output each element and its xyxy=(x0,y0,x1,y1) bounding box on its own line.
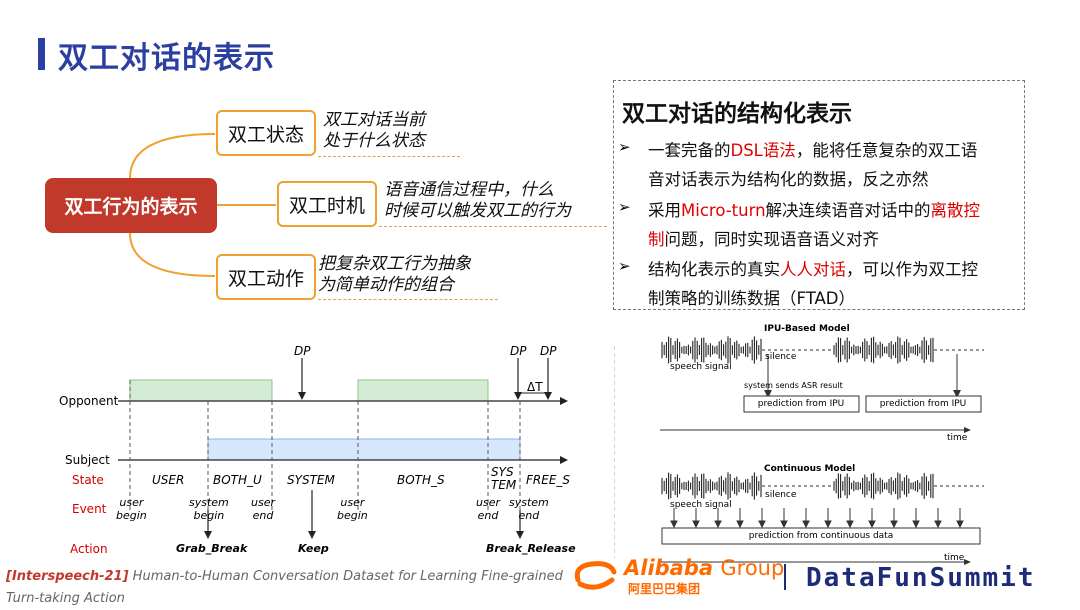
dashed-underline xyxy=(318,156,460,157)
opponent-speech-bar xyxy=(129,379,273,402)
asr-result-label: system sends ASR result xyxy=(744,381,843,390)
page-title: 双工对话的表示 xyxy=(58,41,275,76)
time-label: time xyxy=(944,553,965,563)
alibaba-logo: Alibaba Group 阿里巴巴集团 xyxy=(572,556,787,596)
ipu-model-title: IPU-Based Model xyxy=(764,324,850,334)
action-grab-break: Grab_Break xyxy=(176,542,248,555)
bullet2-line1: 采用Micro-turn解决连续语音对话中的离散控 xyxy=(648,201,981,220)
action-keep: Keep xyxy=(298,542,329,555)
speech-signal-label: speech signal xyxy=(670,500,732,510)
bullet1-line1: 一套完备的DSL语法，能将任意复杂的双工语 xyxy=(648,141,978,160)
prediction-ipu-box: prediction from IPU xyxy=(879,399,967,409)
silence-label: silence xyxy=(765,352,797,362)
citation: [Interspeech-21] Human-to-Human Conversa… xyxy=(6,569,563,606)
node-duplex-action-desc: 把复杂双工行为抽象为简单动作的组合 xyxy=(318,254,471,295)
structured-title: 双工对话的结构化表示 xyxy=(622,101,852,127)
bullet2-line2: 制问题，同时实现语音语义对齐 xyxy=(648,230,879,249)
continuous-model-title: Continuous Model xyxy=(764,464,856,474)
state-label: State xyxy=(72,473,104,487)
model-comparison-diagram xyxy=(614,336,984,565)
opponent-speech-bar xyxy=(357,379,489,402)
bullet-arrow-icon: ➢ xyxy=(618,257,631,275)
opponent-label: Opponent xyxy=(59,394,119,408)
event-label: Event xyxy=(72,502,107,516)
node-duplex-timing-desc: 语音通信过程中，什么时候可以触发双工的行为 xyxy=(384,180,571,221)
bullet3-line1: 结构化表示的真实人人对话，可以作为双工控 xyxy=(648,260,978,279)
dp-label: DP xyxy=(540,344,557,358)
node-duplex-state-desc: 双工对话当前处于什么状态 xyxy=(323,110,425,151)
state-free-s: FREE_S xyxy=(526,473,571,487)
bullet-arrow-icon: ➢ xyxy=(618,198,631,216)
node-duplex-state: 双工状态 xyxy=(216,110,316,156)
prediction-continuous-box: prediction from continuous data xyxy=(748,531,894,541)
title-accent-bar xyxy=(38,38,45,70)
dashed-underline xyxy=(318,299,498,300)
mindmap-connectors xyxy=(129,133,276,277)
silence-label: silence xyxy=(765,490,797,500)
bullet-arrow-icon: ➢ xyxy=(618,138,631,156)
alibaba-mark-icon xyxy=(574,561,617,590)
action-label: Action xyxy=(70,542,108,556)
speech-waveform xyxy=(661,336,934,364)
structured-representation-box xyxy=(613,80,1025,310)
dashed-underline xyxy=(379,226,607,227)
turn-taking-timeline xyxy=(118,358,568,539)
dp-label: DP xyxy=(510,344,527,358)
state-both-s: BOTH_S xyxy=(397,473,445,487)
bullet1-line2: 音对话表示为结构化的数据，反之亦然 xyxy=(648,170,929,189)
state-user: USER xyxy=(152,473,185,487)
action-break-release: Break_Release xyxy=(486,542,576,555)
bullet3-line2: 制策略的训练数据（FTAD） xyxy=(648,289,855,308)
speech-signal-label: speech signal xyxy=(670,362,732,372)
time-label: time xyxy=(947,433,968,443)
delta-t-label: ΔT xyxy=(527,380,543,394)
datafun-summit-logo: DataFunSummit xyxy=(806,563,1036,593)
node-duplex-timing: 双工时机 xyxy=(277,181,377,227)
state-both-u: BOTH_U xyxy=(213,473,262,487)
subject-label: Subject xyxy=(65,453,110,467)
mindmap-center: 双工行为的表示 xyxy=(45,178,217,233)
prediction-ipu-box: prediction from IPU xyxy=(757,399,845,409)
state-system: SYSTEM xyxy=(287,473,335,487)
dp-label: DP xyxy=(294,344,311,358)
speech-waveform xyxy=(661,472,934,500)
subject-speech-bar xyxy=(207,438,521,461)
node-duplex-action: 双工动作 xyxy=(216,254,316,300)
